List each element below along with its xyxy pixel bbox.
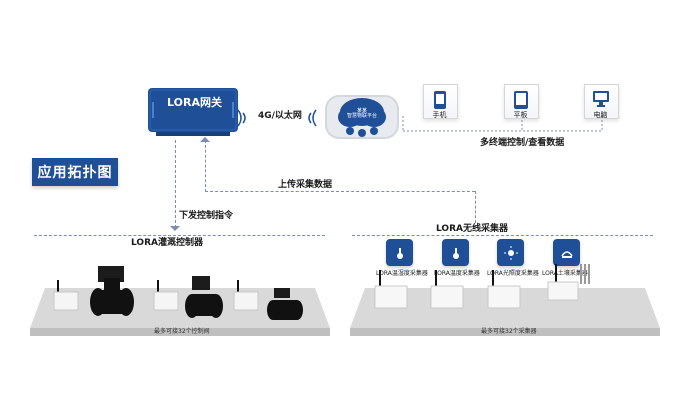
cloud-platform [325,95,399,139]
valve-2 [185,276,223,318]
gateway-signal-right-icon [308,109,317,127]
right-footer-caption: 最多可接32个采集器 [481,328,537,335]
cloud-label: 某某 智慧物联平台 [347,108,378,119]
thermometer-humidity-icon [396,247,403,259]
left-section-label: LORA灌溉控制器 [131,238,203,248]
sensor-icon-temperature [442,239,469,266]
sensor-icon-light [497,239,524,266]
left-section-divider [34,235,325,236]
sensor-device-1 [374,270,408,309]
valve-1 [90,266,134,316]
sensor-label-light: LORA光照度采集器 [487,270,539,277]
network-label: 4G/以太网 [258,111,302,121]
valve-3 [267,288,303,320]
gateway-device [148,88,238,136]
sun-icon [503,245,518,260]
sensor-device-3 [487,270,521,309]
controller-unit-3 [233,280,259,311]
sensor-label-temperature: LORA温度采集器 [434,270,480,277]
upload-line-vertical-left [205,140,206,192]
downlink-arrow-icon [170,226,180,231]
thermometer-icon [452,247,459,259]
sensor-icon-soil [553,239,580,266]
left-footer-caption: 最多可接32个控制阀 [154,328,210,335]
terminal-connection-lines [402,116,603,132]
controller-unit-2 [153,280,179,311]
sensor-label-temp-humidity: LORA温湿度采集器 [376,270,428,277]
sensor-label-soil: LORA土壤采集器 [542,270,588,277]
upload-arrow-icon [200,137,210,142]
gateway-signal-left-icon [237,109,246,127]
controller-unit-1 [53,280,79,311]
phone-icon [434,91,446,109]
terminal-tablet-label: 平板 [513,111,528,119]
tablet-icon [514,91,528,109]
downlink-line [175,140,176,228]
soil-icon [560,250,573,258]
gateway-brand-label: LORA网关 [167,96,222,109]
downlink-label: 下发控制指令 [179,211,234,221]
upload-label: 上传采集数据 [278,180,333,190]
upload-line-horizontal [205,191,475,192]
right-section-divider [352,235,653,236]
page-title: 应用拓扑图 [32,158,118,186]
terminal-phone-label: 手机 [432,111,447,119]
terminal-computer-label: 电脑 [593,111,608,119]
upload-line-vertical-right [475,191,476,228]
terminal-caption: 多终端控制/查看数据 [480,138,565,148]
sensor-device-2 [430,270,464,309]
sensor-icon-temp-humidity [386,239,413,266]
computer-icon [593,91,609,107]
sensor-device-4 [547,264,590,301]
right-section-label: LORA无线采集器 [436,224,508,234]
